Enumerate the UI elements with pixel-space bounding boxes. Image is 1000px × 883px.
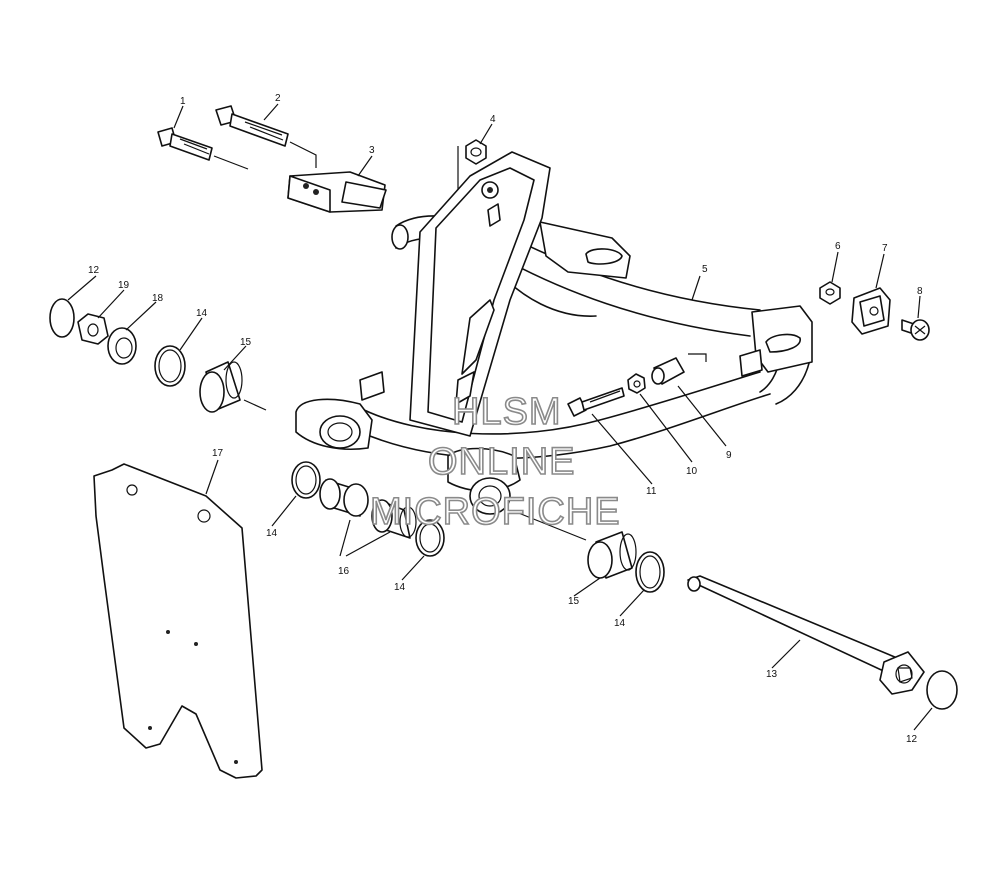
callout-17: 17 [212, 448, 224, 459]
swing-arm-frame [295, 151, 813, 515]
callout-10: 10 [686, 466, 698, 477]
callout-1: 1 [180, 96, 186, 107]
axis-leader [515, 511, 587, 541]
part-10-nut [627, 373, 646, 394]
callout-15-upper: 15 [240, 337, 252, 348]
watermark-line-3: MICROFICHE [370, 491, 621, 533]
watermark-line-1: HLSM [452, 391, 562, 433]
callout-16: 16 [338, 566, 350, 577]
part-17-plate [93, 463, 263, 779]
part-11-bolt [567, 387, 625, 417]
callout-18: 18 [152, 293, 164, 304]
callout-7: 7 [882, 243, 888, 254]
part-8-screw [901, 319, 930, 341]
part-15-bushing-upper [199, 361, 267, 413]
callout-14-center: 14 [394, 582, 406, 593]
callout-12-left: 12 [88, 265, 100, 276]
part-14-seal-mid [291, 461, 321, 499]
callout-15-lower: 15 [568, 596, 580, 607]
callout-3: 3 [369, 145, 375, 156]
part-1-bolt [157, 127, 249, 170]
leader-5 [691, 275, 701, 301]
watermark-line-2: ONLINE [428, 441, 575, 483]
part-2-bolt [215, 105, 317, 168]
part-16-bushing-b [371, 499, 417, 539]
part-15-bushing-lower [587, 531, 637, 579]
callout-14-right: 14 [614, 618, 626, 629]
part-7-clip [851, 287, 891, 335]
part-13-axle [687, 575, 925, 695]
part-3-clamp [287, 171, 387, 213]
part-6-nut [819, 281, 841, 305]
part-16-bushing-a [319, 478, 369, 517]
part-18-washer [107, 327, 137, 365]
callout-14-upper: 14 [196, 308, 208, 319]
leader-lines [67, 103, 933, 731]
callout-14-left: 14 [266, 528, 278, 539]
callout-8: 8 [917, 286, 923, 297]
leader-16b [345, 531, 391, 557]
callout-4: 4 [490, 114, 496, 125]
watermark: HLSM ONLINE MICROFICHE [369, 390, 621, 534]
callout-19: 19 [118, 280, 130, 291]
part-9-spacer [651, 353, 707, 385]
part-19-nut [77, 313, 109, 345]
part-14-seal-upper [154, 345, 186, 387]
part-12-cap-right [926, 670, 958, 710]
callout-2: 2 [275, 93, 281, 104]
callout-labels: 1 2 3 4 5 6 7 8 9 10 11 12 12 13 14 14 1… [88, 93, 923, 745]
callout-11: 11 [646, 486, 657, 497]
part-14-seal-right [635, 551, 665, 593]
leader-16a [339, 519, 351, 557]
callout-13: 13 [766, 669, 778, 680]
part-12-cap-left [49, 298, 75, 338]
part-14-seal-center [415, 519, 445, 557]
callout-12-right: 12 [906, 734, 918, 745]
callout-6: 6 [835, 241, 841, 252]
part-4-nut [457, 139, 487, 205]
callout-9: 9 [726, 450, 732, 461]
callout-5: 5 [702, 264, 708, 275]
